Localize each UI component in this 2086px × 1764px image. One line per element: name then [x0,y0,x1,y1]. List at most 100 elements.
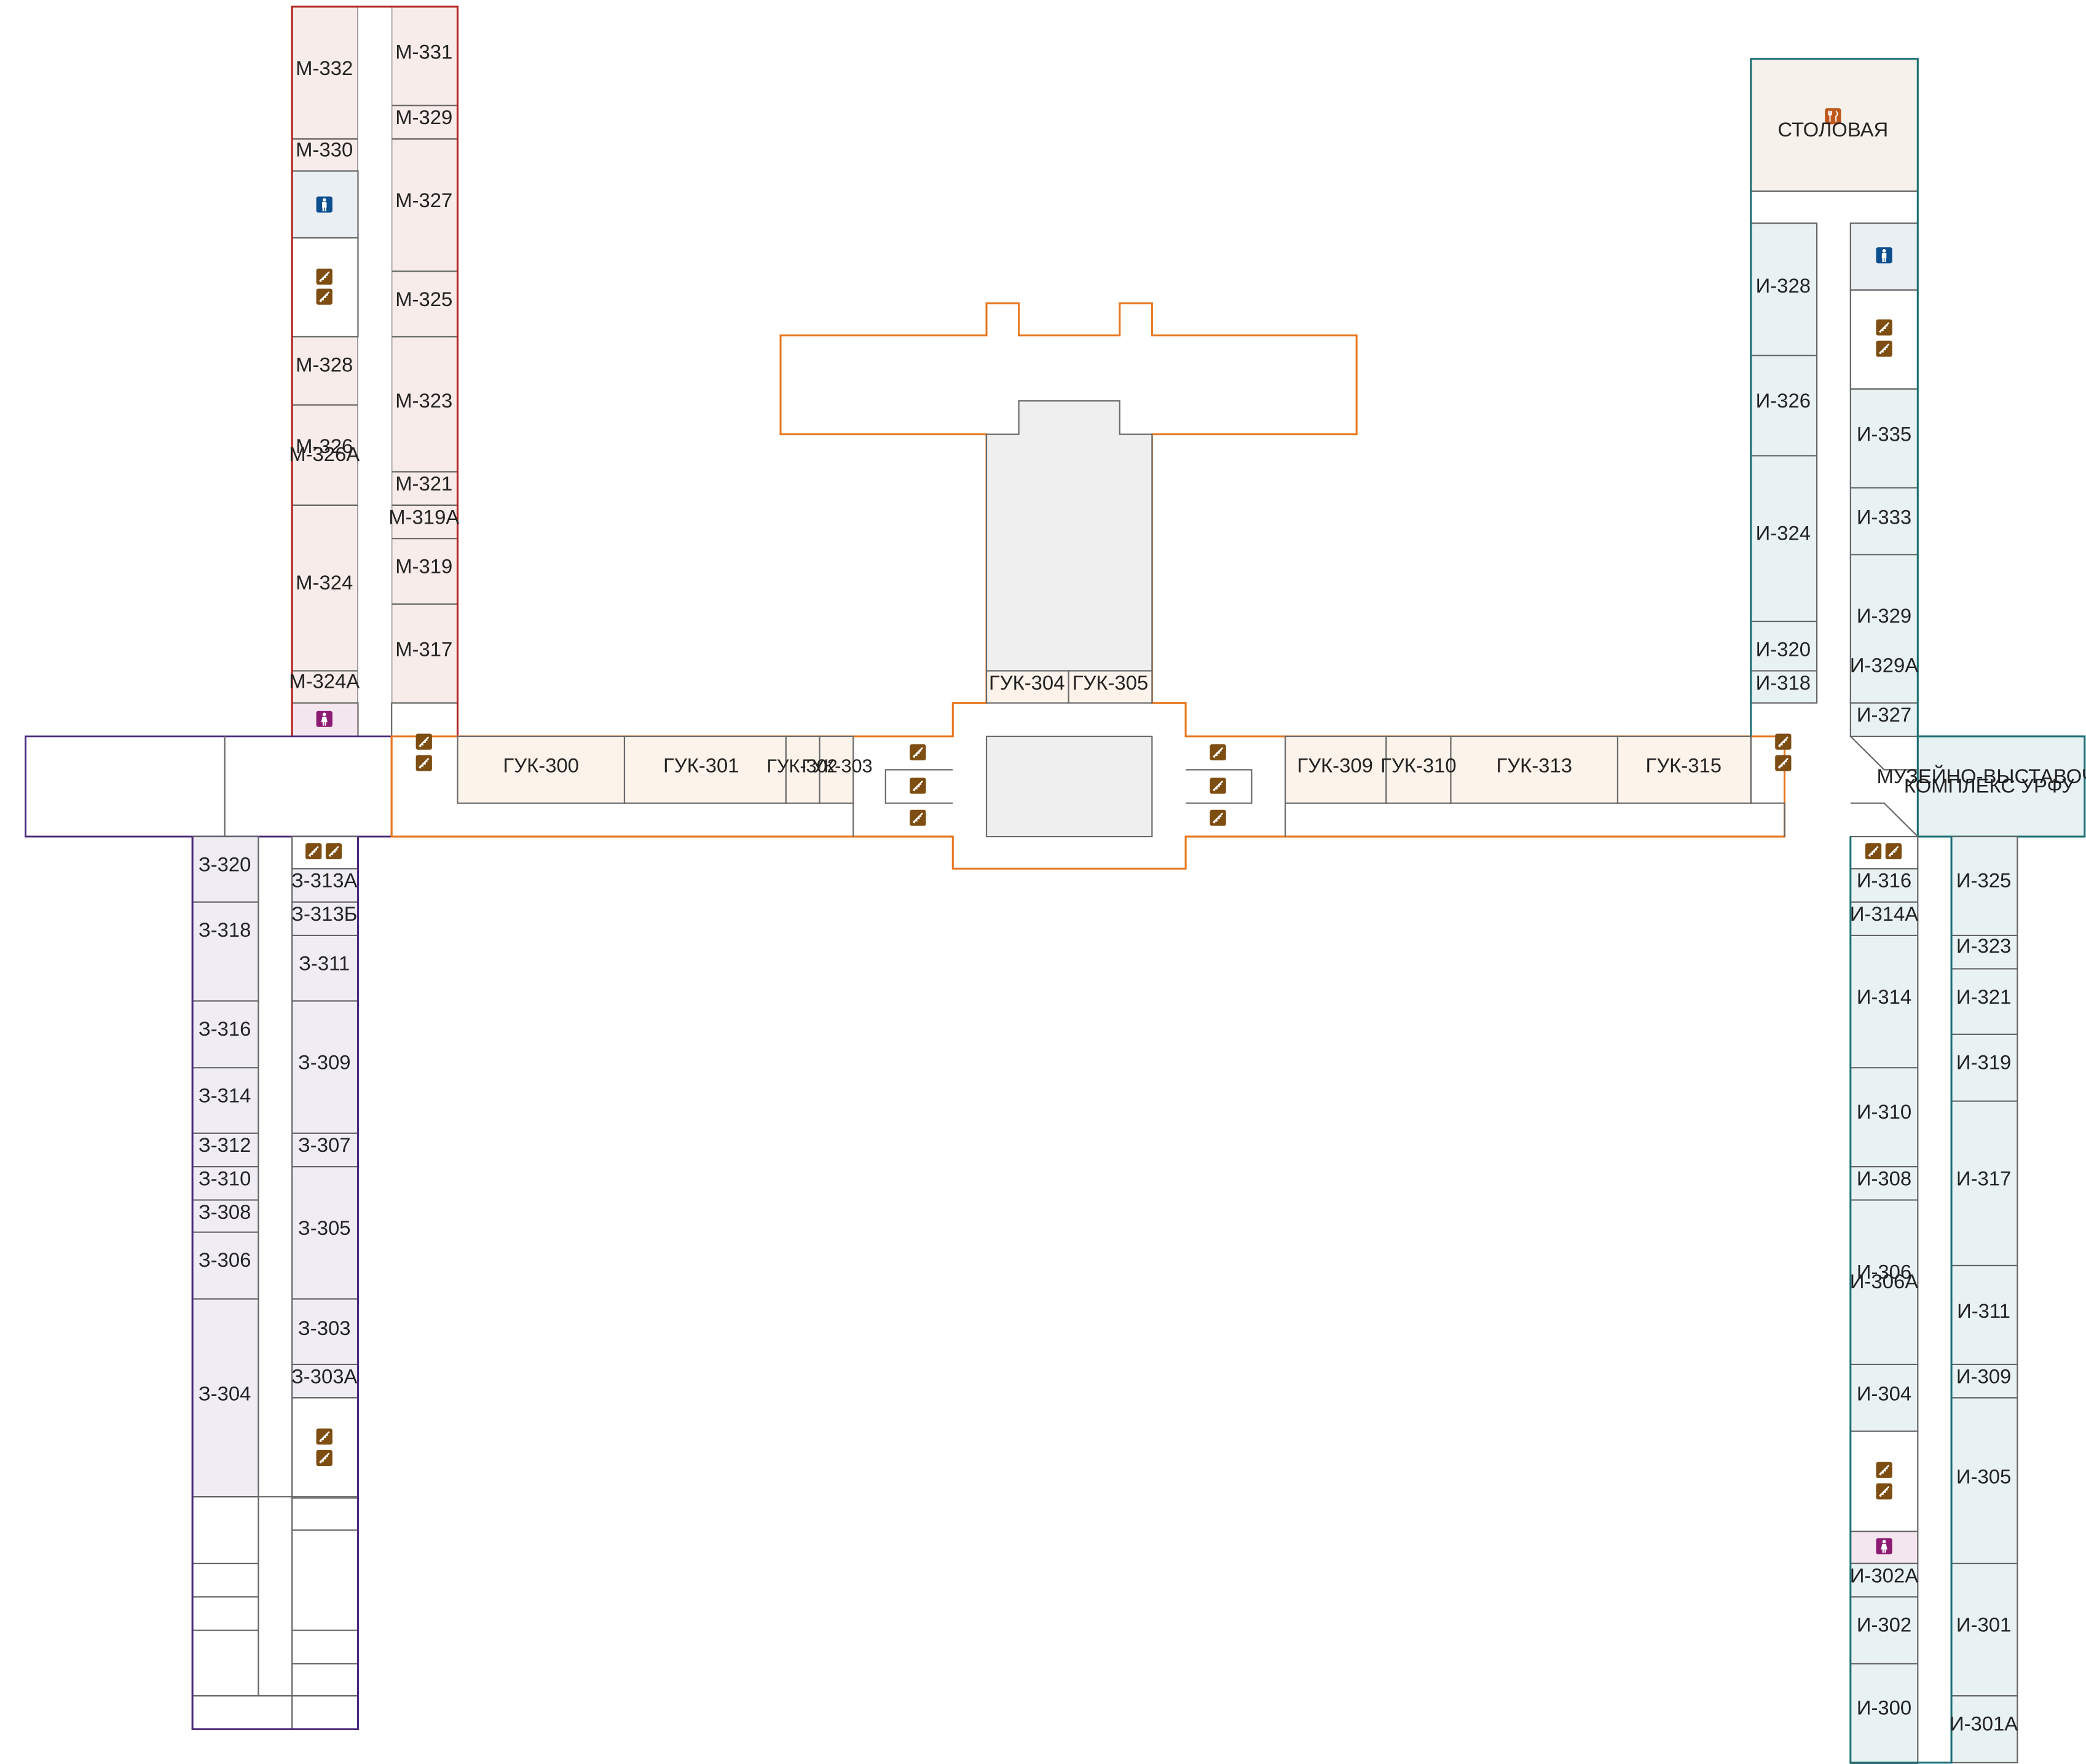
room-label: И-306А [1850,1270,1918,1293]
room-label: И-311 [1957,1299,2010,1322]
stairs-icon [909,777,927,795]
room-label: М-324А [289,670,360,693]
room-label: М-325 [395,288,452,310]
room-label: М-317 [395,638,452,661]
room-label: И-329 [1857,604,1911,627]
room-label: З-318 [199,918,251,941]
stairs-icon [1884,842,1903,860]
room-label: М-331 [395,41,452,63]
room-label: М-324 [296,571,353,594]
room-label: И-316 [1857,869,1911,892]
room-label: М-330 [296,138,353,160]
stairs-icon [1209,809,1227,827]
room-label: И-320 [1756,638,1811,661]
female-toilet-icon [1876,1538,1892,1554]
room-label: З-304 [199,1382,251,1405]
wing-m [291,6,459,804]
room-label: М-319 [395,555,452,578]
room-label: И-306 [1857,1261,1911,1283]
room-label: ГУК-315 [1646,754,1722,777]
room-label: И-335 [1857,423,1911,446]
room-label: М-332 [296,57,353,79]
room-label: З-320 [199,853,251,876]
room-label: М-328 [296,353,353,376]
room-label: И-300 [1857,1696,1911,1719]
room-label: И-314А [1850,902,1918,925]
stairs-icon [1864,842,1883,860]
room-label: КОМПЛЕКС УРФУ [1904,774,2074,797]
stairs-icon [1209,777,1227,795]
stairs-icon [909,743,927,762]
room-label: И-305 [1956,1465,2011,1488]
stairs-icon [1875,340,1893,358]
room-label: И-301А [1950,1712,2018,1735]
male-toilet-icon [316,196,333,213]
room-label: З-311 [299,952,350,975]
stairs-icon [1774,754,1792,772]
stairs-icon [315,1428,334,1446]
room-label: И-333 [1857,505,1911,528]
room-label: З-310 [199,1167,251,1190]
room-label: ГУК-301 [663,754,739,777]
room-label: МУЗЕЙНО-ВЫСТАВОЧНЫЙ [1877,765,2086,787]
room-label: М-327 [395,189,452,211]
room-label: З-307 [298,1133,351,1156]
stairs-icon [1875,318,1893,336]
room-label: И-323 [1956,934,2011,957]
female-toilet-icon [316,711,333,727]
room-label: И-319 [1956,1051,2011,1074]
room-label: И-302 [1857,1613,1911,1636]
stairs-icon [315,288,334,305]
room-label: М-329 [395,106,452,128]
room-label: И-318 [1756,671,1811,694]
room-label: З-313Б [291,902,357,925]
room-label: ГУК-309 [1297,754,1372,777]
room-label: И-302А [1850,1564,1918,1586]
room-label: И-329А [1850,654,1918,677]
room-label: ГУК-305 [1073,671,1148,694]
wing-z [191,835,359,1730]
room-label: М-319А [388,505,459,528]
stairs-icon [909,809,927,827]
room-label: З-313А [291,869,358,892]
room-label: З-309 [298,1051,351,1074]
stairs-icon [415,754,433,772]
male-toilet-icon [1876,247,1892,264]
room-label: И-327 [1857,703,1911,726]
room-label: ГУК-313 [1496,754,1572,777]
room-label: И-317 [1956,1167,2011,1190]
room-label: ГУК-302 [766,756,837,777]
room-label: И-308 [1857,1167,1911,1190]
wing-i-north [1750,58,2086,838]
room-label: З-308 [199,1200,251,1223]
west-corridor [25,735,393,838]
room-label: З-305 [298,1216,351,1239]
room-label: И-310 [1857,1100,1911,1123]
stairs-icon [415,733,433,750]
room-label: И-314 [1857,985,1911,1008]
room-label: И-304 [1857,1382,1911,1405]
room-label: И-301 [1956,1613,2011,1636]
room-label: И-324 [1756,522,1811,545]
building-guk [390,302,1786,870]
room-label: И-326 [1756,389,1811,412]
room-label: З-314 [199,1084,251,1107]
room-label: М-326А [289,443,360,465]
stairs-icon [1875,1482,1893,1500]
room-label: И-328 [1756,274,1811,297]
room-label: СТОЛОВАЯ [1777,118,1888,141]
room-label: З-316 [199,1017,251,1040]
stairs-icon [304,842,323,860]
room-label: И-321 [1956,985,2011,1008]
stairs-icon [1774,733,1792,750]
room-label: З-303А [291,1364,358,1387]
stairs-icon [1209,743,1227,762]
room-label: З-312 [199,1133,251,1156]
stairs-icon [1875,1461,1893,1479]
wing-i-south [1849,802,2018,1764]
room-label: И-309 [1956,1364,2011,1387]
room-label: М-326 [296,435,353,457]
room-label: И-325 [1956,869,2011,892]
room-label: М-323 [395,389,452,412]
